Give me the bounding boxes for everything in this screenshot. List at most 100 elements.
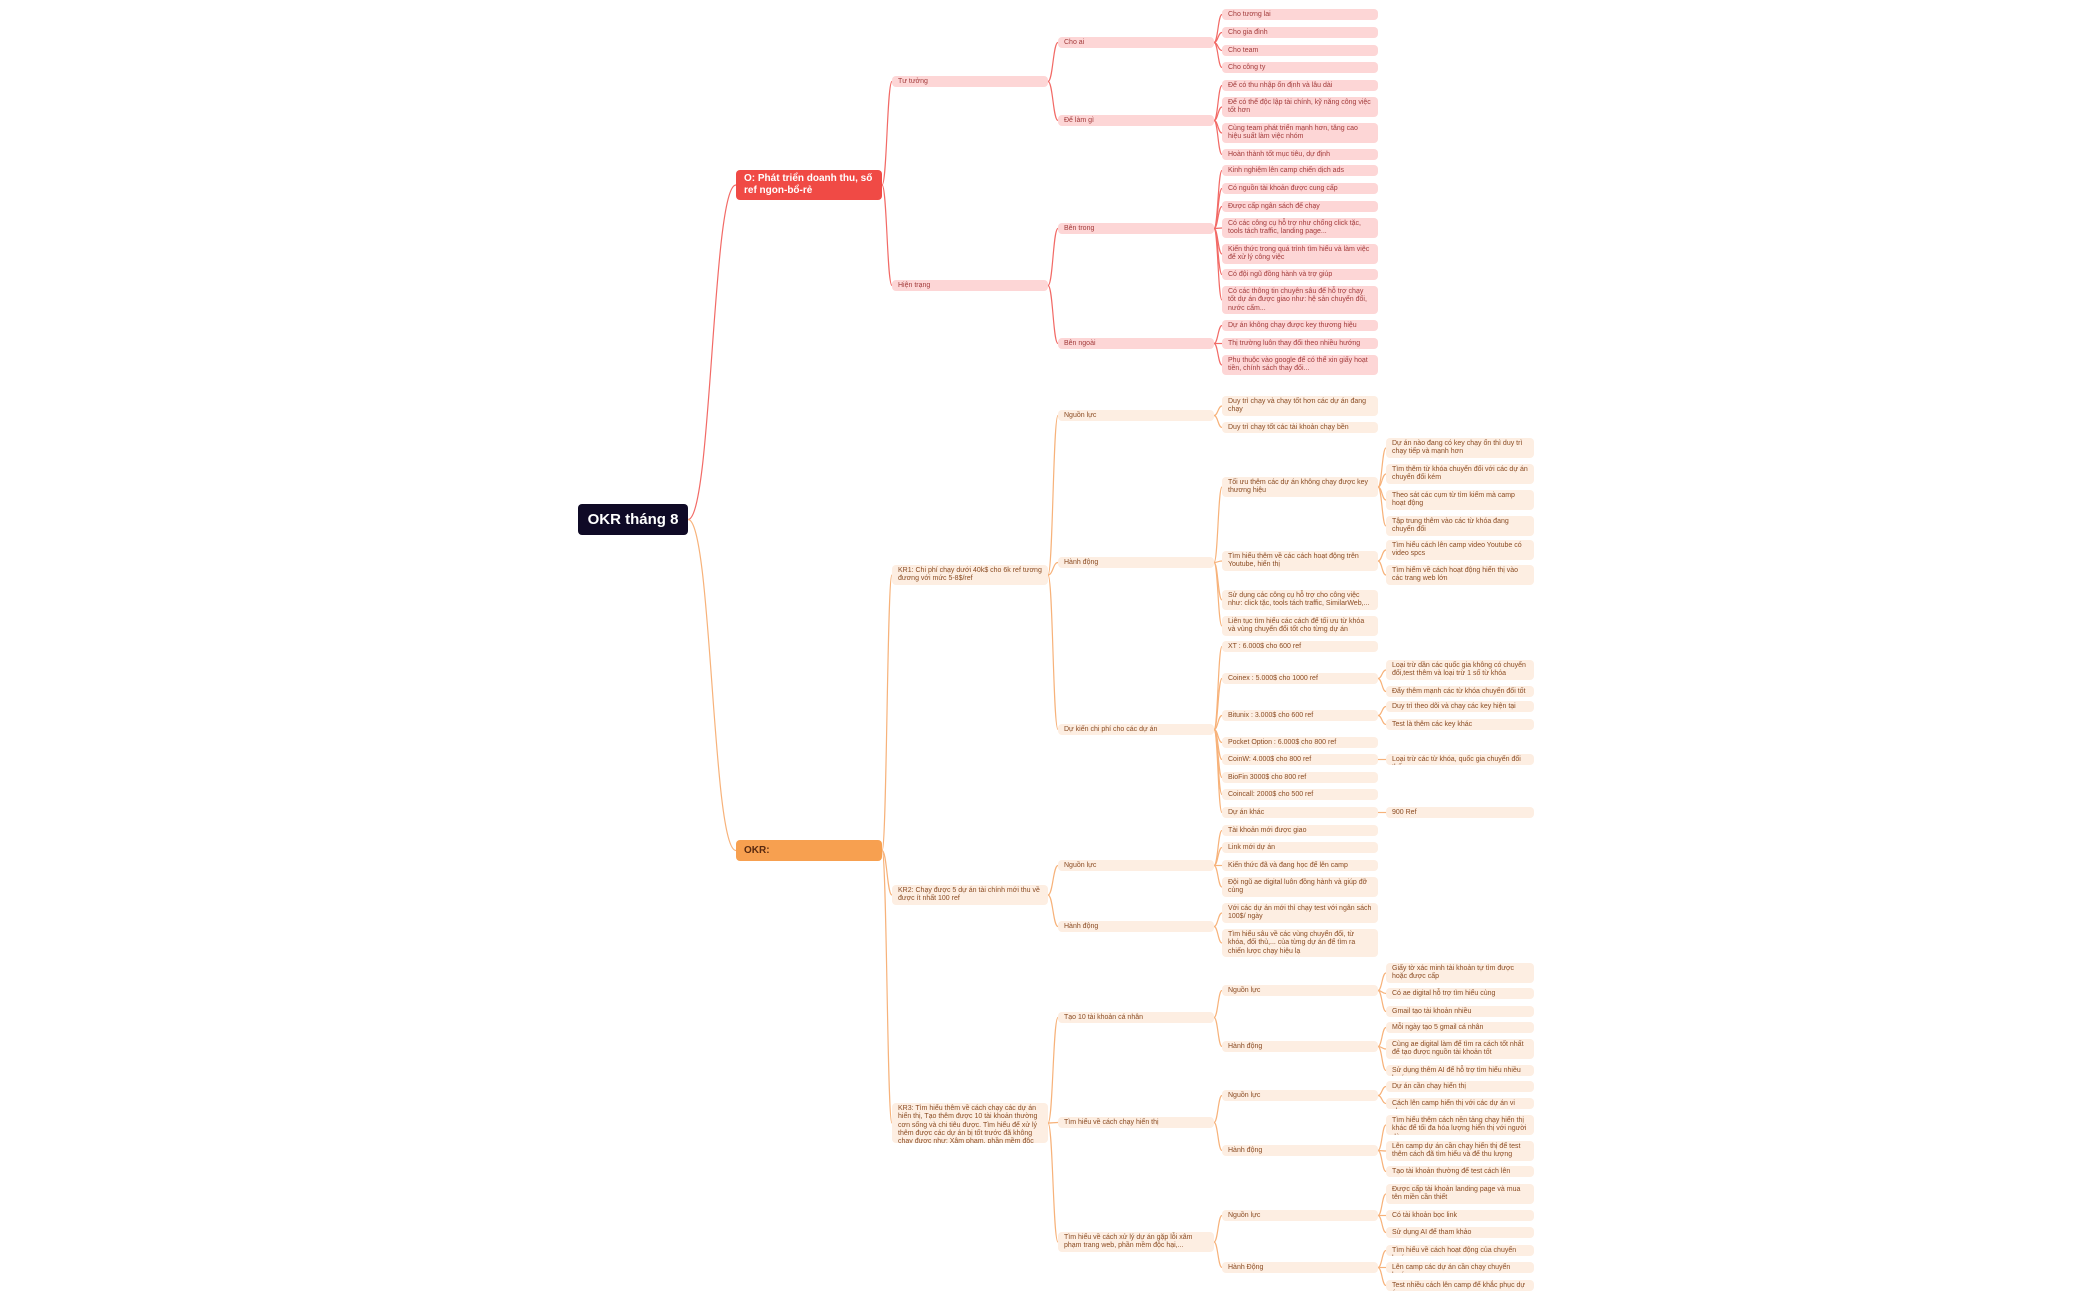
kr3-g3-hd-2[interactable]: Lên camp các dự án cần chạy chuyển hướng — [1386, 1262, 1534, 1273]
connector-objective-node — [687, 184, 737, 521]
kr2-hanh-dong-2[interactable]: Tìm hiểu sâu về các vùng chuyển đổi, từ … — [1222, 929, 1378, 957]
kr1-coinw-1[interactable]: Loại trừ các từ khóa, quốc gia chuyển đổ… — [1386, 754, 1534, 765]
kr2-nguon-luc[interactable]: Nguồn lực — [1058, 860, 1214, 871]
leaf-ben-ngoai-2[interactable]: Thị trường luôn thay đổi theo nhiều hướn… — [1222, 338, 1378, 349]
kr3-g2-nl-1[interactable]: Dự án cần chạy hiển thị — [1386, 1081, 1534, 1092]
kr3-g1-hd-3[interactable]: Sử dụng thêm AI để hỗ trợ tìm hiểu nhiều… — [1386, 1065, 1534, 1076]
kr2-nguon-luc-1[interactable]: Tài khoản mới được giao — [1222, 825, 1378, 836]
leaf-ben-trong-5[interactable]: Kiến thức trong quá trình tìm hiểu và là… — [1222, 244, 1378, 264]
branch-de-lam-gi[interactable]: Để làm gì — [1058, 115, 1214, 126]
leaf-cho-ai-3[interactable]: Cho team — [1222, 45, 1378, 56]
okr-node[interactable]: OKR: — [736, 840, 882, 861]
branch-ben-trong[interactable]: Bên trong — [1058, 223, 1214, 234]
connector-kr1-du-kien — [1047, 574, 1059, 731]
kr3-g3-hd-3[interactable]: Test nhiều cách lên camp để khắc phục dự… — [1386, 1280, 1534, 1291]
leaf-ben-trong-1[interactable]: Kinh nghiệm lên camp chiến dịch ads — [1222, 165, 1378, 176]
leaf-cho-ai-4[interactable]: Cho công ty — [1222, 62, 1378, 73]
kr3-g3-nl-2[interactable]: Có tài khoản bọc link — [1386, 1210, 1534, 1221]
kr1-coinex[interactable]: Coinex : 5.000$ cho 1000 ref — [1222, 673, 1378, 684]
leaf-ben-trong-2[interactable]: Có nguồn tài khoản được cung cấp — [1222, 183, 1378, 194]
leaf-de-lam-gi-1[interactable]: Để có thu nhập ổn định và lâu dài — [1222, 80, 1378, 91]
kr1-nguon-luc-2[interactable]: Duy trì chạy tốt các tài khoản chạy bền — [1222, 422, 1378, 433]
kr2-nguon-luc-2[interactable]: Link mới dự án — [1222, 842, 1378, 853]
leaf-de-lam-gi-2[interactable]: Để có thể độc lập tài chính, kỹ năng côn… — [1222, 97, 1378, 117]
kr3-node[interactable]: KR3: Tìm hiểu thêm về cách chạy các dự á… — [892, 1103, 1048, 1143]
kr1-action-2-1[interactable]: Tìm hiểu cách lên camp video Youtube có … — [1386, 540, 1534, 560]
kr2-nguon-luc-3[interactable]: Kiến thức đã và đang học để lên camp — [1222, 860, 1378, 871]
leaf-cho-ai-1[interactable]: Cho tương lai — [1222, 9, 1378, 20]
kr1-coinex-1[interactable]: Loại trừ dần các quốc gia không có chuyể… — [1386, 660, 1534, 680]
branch-hien-trang[interactable]: Hiện trạng — [892, 280, 1048, 291]
kr3-g2-hanh-dong[interactable]: Hành động — [1222, 1145, 1378, 1156]
branch-tu-tuong[interactable]: Tư tưởng — [892, 76, 1048, 87]
kr2-node[interactable]: KR2: Chạy được 5 dự án tài chính mới thu… — [892, 885, 1048, 905]
leaf-ben-trong-3[interactable]: Được cấp ngân sách để chạy — [1222, 201, 1378, 212]
kr1-action-1-4[interactable]: Tập trung thêm vào các từ khóa đang chuy… — [1386, 516, 1534, 536]
kr3-g1-hd-2[interactable]: Cùng ae digital làm để tìm ra cách tốt n… — [1386, 1039, 1534, 1059]
connector-leaf-ben-trong-5 — [1213, 227, 1223, 255]
kr3-g3-hanh-dong[interactable]: Hành Động — [1222, 1262, 1378, 1273]
kr3-g2-hd-1[interactable]: Tìm hiểu thêm cách nền tảng chạy hiển th… — [1386, 1115, 1534, 1135]
kr3-g1-hd-1[interactable]: Mỗi ngày tạo 5 gmail cá nhân — [1386, 1022, 1534, 1033]
kr1-action-1-1[interactable]: Dự án nào đang có key chạy ổn thì duy tr… — [1386, 438, 1534, 458]
leaf-ben-ngoai-3[interactable]: Phụ thuộc vào google để có thể xin giấy … — [1222, 355, 1378, 375]
kr3-g1-nl-3[interactable]: Gmail tạo tài khoản nhiều — [1386, 1006, 1534, 1017]
connector-kr3-g2-hanh-dong — [1213, 1121, 1223, 1152]
leaf-ben-trong-7[interactable]: Có các thông tin chuyên sâu để hỗ trợ ch… — [1222, 286, 1378, 314]
kr1-coincall[interactable]: Coincall: 2000$ cho 500 ref — [1222, 789, 1378, 800]
kr1-du-kien[interactable]: Dự kiến chi phí cho các dự án — [1058, 724, 1214, 735]
kr3-g1-hanh-dong[interactable]: Hành động — [1222, 1041, 1378, 1052]
kr3-g3[interactable]: Tìm hiểu về cách xử lý dự án gặp lỗi xâm… — [1058, 1232, 1214, 1252]
kr1-du-an-khac[interactable]: Dự án khác — [1222, 807, 1378, 818]
kr1-nguon-luc-1[interactable]: Duy trì chạy và chạy tốt hơn các dự án đ… — [1222, 396, 1378, 416]
kr1-bitunix[interactable]: Bitunix : 3.000$ cho 600 ref — [1222, 710, 1378, 721]
leaf-cho-ai-2[interactable]: Cho gia đình — [1222, 27, 1378, 38]
connector-kr1-nguon-luc — [1047, 414, 1059, 576]
connector-kr1-du-an-khac — [1213, 728, 1223, 814]
kr1-action-1-3[interactable]: Theo sát các cụm từ tìm kiếm mà camp hoạ… — [1386, 490, 1534, 510]
kr3-g1-nguon-luc[interactable]: Nguồn lực — [1222, 985, 1378, 996]
kr1-action-4[interactable]: Liên tục tìm hiểu các cách để tối ưu từ … — [1222, 616, 1378, 636]
kr3-g2-hd-2[interactable]: Lên camp dự án cần chạy hiển thị để test… — [1386, 1141, 1534, 1161]
kr1-coinw[interactable]: CoinW: 4.000$ cho 800 ref — [1222, 754, 1378, 765]
kr1-nguon-luc[interactable]: Nguồn lực — [1058, 410, 1214, 421]
kr3-g2-hd-3[interactable]: Tạo tài khoản thường để test cách lên ca… — [1386, 1166, 1534, 1177]
root-node[interactable]: OKR tháng 8 — [578, 504, 688, 535]
kr1-du-an-khac-1[interactable]: 900 Ref — [1386, 807, 1534, 818]
kr3-g2-nl-2[interactable]: Cách lên camp hiển thị với các dự án vi … — [1386, 1098, 1534, 1109]
kr3-g3-nl-3[interactable]: Sử dụng AI để tham khảo — [1386, 1227, 1534, 1238]
kr3-g1[interactable]: Tạo 10 tài khoản cá nhân — [1058, 1012, 1214, 1023]
kr3-g2-nguon-luc[interactable]: Nguồn lực — [1222, 1090, 1378, 1101]
connector-kr1-coinex — [1213, 677, 1223, 731]
kr1-bitunix-1[interactable]: Duy trì theo dõi và chạy các key hiện tạ… — [1386, 701, 1534, 712]
leaf-de-lam-gi-4[interactable]: Hoàn thành tốt mục tiêu, dự định — [1222, 149, 1378, 160]
leaf-ben-ngoai-1[interactable]: Dự án không chạy được key thương hiệu — [1222, 320, 1378, 331]
kr1-action-3[interactable]: Sử dụng các công cụ hỗ trợ cho công việc… — [1222, 590, 1378, 610]
kr1-action-1-2[interactable]: Tìm thêm từ khóa chuyển đổi với các dự á… — [1386, 464, 1534, 484]
branch-cho-ai[interactable]: Cho ai — [1058, 37, 1214, 48]
kr2-hanh-dong-1[interactable]: Với các dự án mới thì chạy test với ngân… — [1222, 903, 1378, 923]
kr1-biofin[interactable]: BioFin 3000$ cho 800 ref — [1222, 772, 1378, 783]
leaf-ben-trong-4[interactable]: Có các công cụ hỗ trợ như chống click tặ… — [1222, 218, 1378, 238]
leaf-de-lam-gi-3[interactable]: Cùng team phát triển mạnh hơn, tăng cao … — [1222, 123, 1378, 143]
kr3-g3-hd-1[interactable]: Tìm hiểu về cách hoạt động của chuyển hư… — [1386, 1245, 1534, 1256]
kr3-g3-nl-1[interactable]: Được cấp tài khoản landing page và mua t… — [1386, 1184, 1534, 1204]
kr1-action-2-2[interactable]: Tìm hiểm về cách hoạt động hiển thị vào … — [1386, 565, 1534, 585]
kr3-g1-nl-2[interactable]: Có ae digital hỗ trợ tìm hiểu cùng — [1386, 988, 1534, 999]
kr1-action-1[interactable]: Tối ưu thêm các dự án không chạy được ke… — [1222, 477, 1378, 497]
kr1-coinex-2[interactable]: Đẩy thêm mạnh các từ khóa chuyển đổi tốt — [1386, 686, 1534, 697]
kr1-hanh-dong[interactable]: Hành động — [1058, 557, 1214, 568]
kr1-xt[interactable]: XT : 6.000$ cho 600 ref — [1222, 641, 1378, 652]
kr3-g2[interactable]: Tìm hiểu về cách chạy hiển thị — [1058, 1117, 1214, 1128]
kr1-action-2[interactable]: Tìm hiểu thêm về các cách hoạt động trên… — [1222, 551, 1378, 571]
kr1-pocket[interactable]: Pocket Option : 6.000$ cho 800 ref — [1222, 737, 1378, 748]
kr3-g3-nguon-luc[interactable]: Nguồn lực — [1222, 1210, 1378, 1221]
objective-node[interactable]: O: Phát triển doanh thu, số ref ngon-bổ-… — [736, 170, 882, 200]
kr1-node[interactable]: KR1: Chi phí chạy dưới 40k$ cho 6k ref t… — [892, 565, 1048, 585]
kr2-hanh-dong[interactable]: Hành động — [1058, 921, 1214, 932]
leaf-ben-trong-6[interactable]: Có đội ngũ đồng hành và trợ giúp — [1222, 269, 1378, 280]
branch-ben-ngoai[interactable]: Bên ngoài — [1058, 338, 1214, 349]
kr2-nguon-luc-4[interactable]: Đội ngũ ae digital luôn đồng hành và giú… — [1222, 877, 1378, 897]
kr3-g1-nl-1[interactable]: Giấy tờ xác minh tài khoản tự tìm được h… — [1386, 963, 1534, 983]
kr1-bitunix-2[interactable]: Test là thêm các key khác — [1386, 719, 1534, 730]
